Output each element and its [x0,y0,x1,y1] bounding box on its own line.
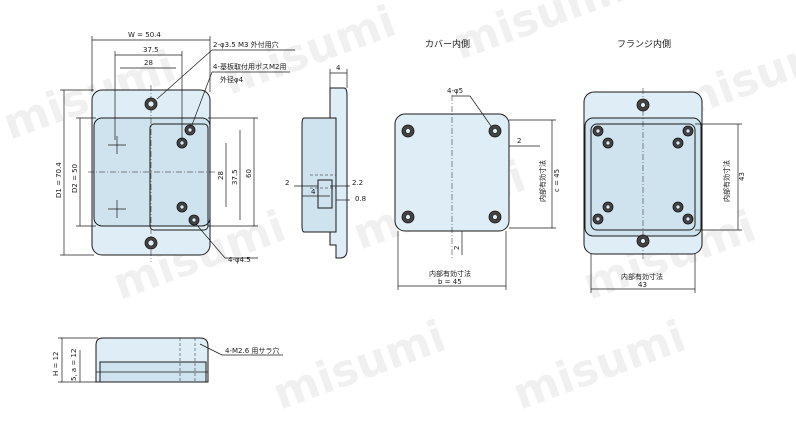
note-m3-holes: 2-φ3.5 M3 外付用穴 [213,40,279,49]
cover-boss-note: 4-φ5 [447,87,463,95]
dim-37-5-vertical: 37.5 [231,169,239,185]
flange-view: フランジ内側 内部有効寸法 43 内部有効寸法 43 [583,38,746,293]
cover-b-label: 内部有効寸法 [429,269,471,278]
front-dim-h: H = 12 [52,352,60,377]
cover-view: カバー内側 4-φ5 2 2 内部有効寸法 c = 45 内部有効寸法 b = … [394,38,561,290]
flange-boss [592,213,604,225]
cover-b-value: b = 45 [438,278,462,286]
side-view: 4 2 4 2.2 0.8 [285,64,366,259]
flange-boss [592,125,604,137]
pcb-boss [184,124,196,136]
dim-28: 28 [144,59,153,67]
side-body [301,117,337,233]
pcb-boss [176,201,188,213]
svg-text:misumi: misumi [266,311,452,420]
svg-text:misumi: misumi [446,0,632,70]
note-boss-diameter: 外径φ4 [220,75,244,84]
cover-c-label: 内部有効寸法 [538,160,547,202]
cover-title: カバー内側 [425,38,470,50]
note-holes-4-5: 4-φ4.5 [228,256,251,264]
dim-0-8: 0.8 [355,195,366,203]
dim-2-2: 2.2 [352,179,363,187]
front-tap-note: 4-M2.6 用サラ穴 [225,346,279,355]
svg-text:misumi: misumi [506,311,692,420]
dim-d2: D2 = 50 [71,164,79,193]
flange-v-label: 内部有効寸法 [722,160,731,202]
cover-boss [401,210,415,224]
cover-dim-2-bottom: 2 [453,246,461,250]
flange-hole [636,234,650,248]
flange-title: フランジ内側 [617,38,671,50]
flange-h-value: 43 [638,281,647,289]
dim-2: 2 [285,179,289,187]
dim-28-vertical: 28 [217,171,225,180]
dim-37-5: 37.5 [143,46,159,54]
mount-hole [144,97,158,111]
flange-boss [602,137,614,149]
flange-v-value: 43 [738,172,746,181]
flange-boss [602,201,614,213]
cover-boss [401,124,415,138]
box-inner [149,123,209,231]
dim-60: 60 [245,169,253,178]
flange-hole [636,98,650,112]
cover-c-value: c = 45 [553,169,561,192]
dim-d1: D1 = 70.4 [55,162,63,198]
dim-4: 4 [311,188,316,196]
flange-boss [672,137,684,149]
dim-flange-4: 4 [336,64,341,72]
note-pcb-boss: 4-基板取付用ボスM2用 [213,62,286,71]
cover-boss [488,124,502,138]
flange-boss [672,201,684,213]
cross-marks [108,136,126,218]
front-dim-a: 5, a = 12 [70,349,78,381]
cover-boss [488,210,502,224]
flange-boss [682,213,694,225]
pcb-boss [188,214,200,226]
top-view: W = 50.4 37.5 28 D1 = 70.4 D2 = 50 28 37… [55,31,295,264]
dim-w: W = 50.4 [128,31,161,39]
svg-text:misumi: misumi [216,0,402,105]
front-view: H = 12 5, a = 12 4-M2.6 用サラ穴 [52,337,283,383]
flange-h-label: 内部有効寸法 [621,272,663,281]
mount-hole [144,236,158,250]
cover-dim-2: 2 [517,137,521,145]
flange-boss [682,125,694,137]
